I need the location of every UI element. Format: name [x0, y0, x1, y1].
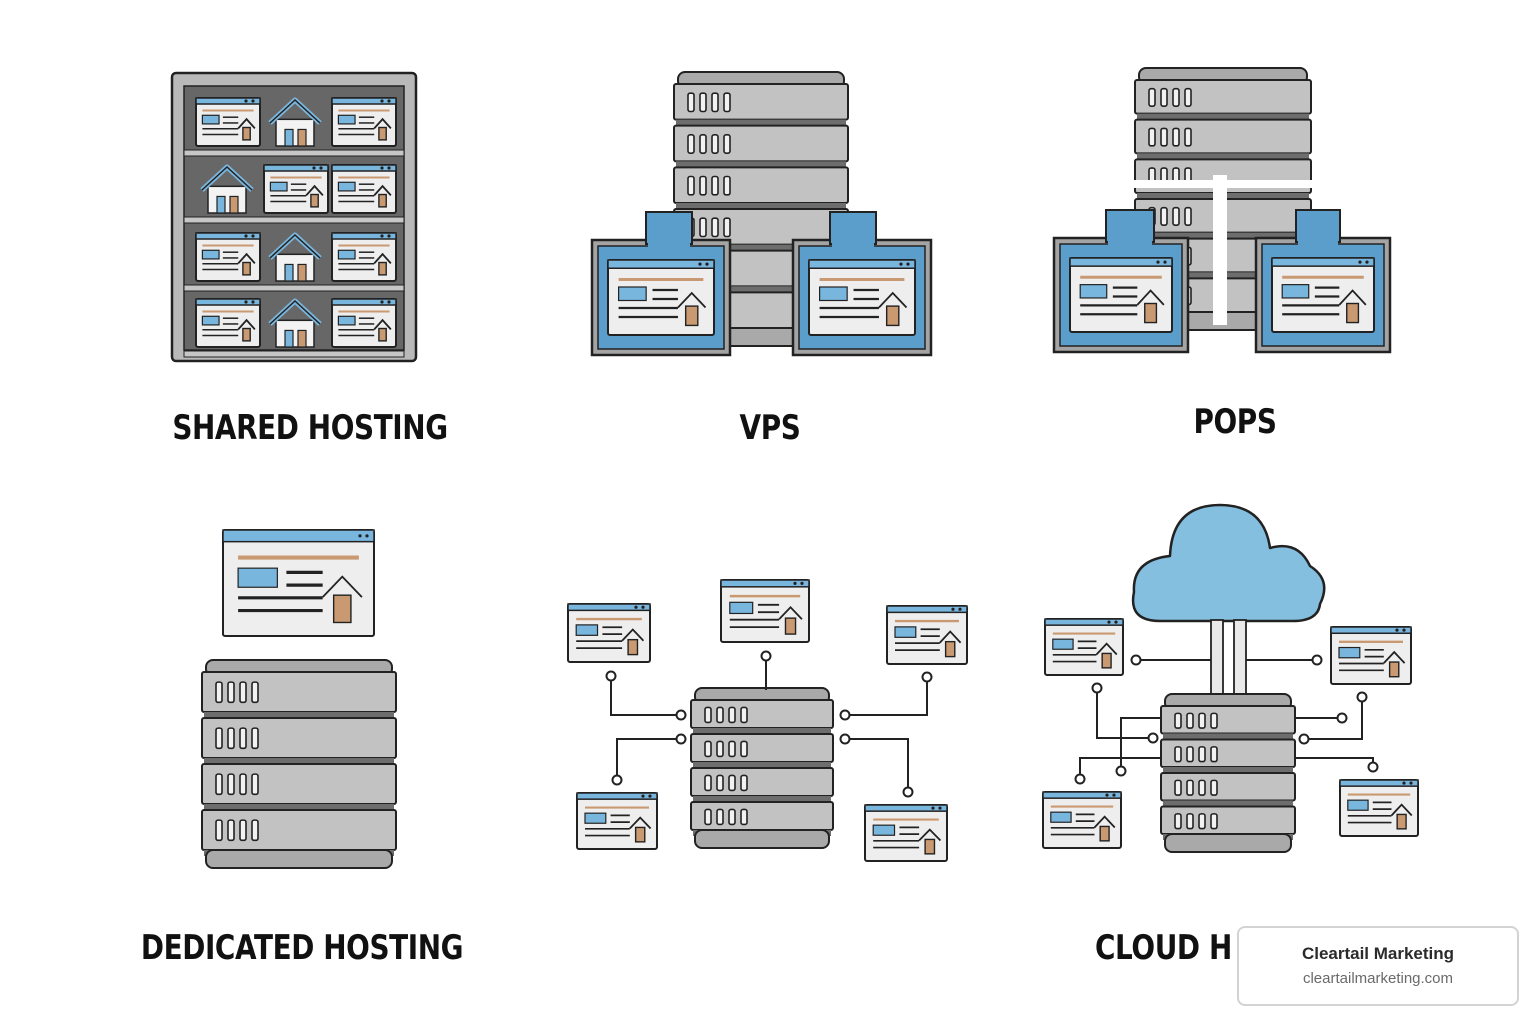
pops-label: POPS — [1193, 402, 1277, 442]
network-node-icon — [1130, 654, 1142, 666]
website-window-icon — [1044, 618, 1124, 676]
website-window-icon — [886, 605, 968, 665]
network-node-icon — [839, 709, 851, 721]
network-line — [1120, 717, 1161, 771]
network-node-icon — [611, 774, 623, 786]
dedicated-server-rack-icon — [201, 659, 397, 869]
website-window-icon — [567, 603, 651, 663]
network-line — [1295, 757, 1374, 767]
website-window-icon — [1271, 257, 1375, 333]
server-unit — [201, 763, 397, 810]
network-line — [1079, 757, 1161, 779]
server-unit — [1160, 738, 1296, 773]
network-node-icon — [1091, 682, 1103, 694]
network-line — [1304, 697, 1363, 740]
network-node-icon — [1147, 732, 1159, 744]
website-window-icon — [1042, 791, 1122, 849]
cloud-hosting-label: CLOUD H — [1095, 928, 1232, 968]
shelf-board — [183, 284, 405, 292]
network-node-icon — [1356, 691, 1368, 703]
cloud-pipe — [1210, 619, 1224, 699]
website-window-icon — [263, 164, 329, 214]
website-window-icon — [720, 579, 810, 643]
network-line — [1096, 688, 1153, 739]
vps-container-icon — [791, 211, 933, 357]
house-icon — [268, 232, 322, 282]
website-window-icon — [195, 97, 261, 147]
network-node-icon — [1311, 654, 1323, 666]
website-window-icon — [331, 164, 397, 214]
dedicated-hosting-label: DEDICATED HOSTING — [140, 928, 464, 968]
server-unit — [1160, 772, 1296, 807]
vps-label: VPS — [739, 408, 801, 448]
server-unit — [1134, 118, 1312, 160]
network-node-icon — [1074, 773, 1086, 785]
network-line — [845, 738, 909, 792]
watermark-name: Cleartail Marketing — [1301, 944, 1455, 963]
cloud-icon — [1131, 503, 1326, 623]
website-window-icon — [1069, 257, 1173, 333]
website-window-icon — [808, 259, 916, 336]
pops-icon — [1052, 67, 1392, 354]
website-window-icon — [195, 298, 261, 348]
house-icon — [200, 164, 254, 214]
network-node-icon — [605, 670, 617, 682]
network-node-icon — [1336, 712, 1348, 724]
website-window-icon — [607, 259, 715, 336]
watermark-url: cleartailmarketing.com — [1302, 970, 1454, 987]
server-unit — [673, 124, 849, 168]
pop-container-icon — [1254, 209, 1392, 354]
cloud-hosting-icon — [1042, 503, 1419, 853]
server-unit — [1134, 79, 1312, 120]
house-icon — [268, 298, 322, 348]
rack-split-gap — [1213, 175, 1227, 325]
network-node-icon — [839, 733, 851, 745]
network-server-rack-icon — [690, 687, 834, 849]
network-line — [616, 738, 681, 780]
shelf-board — [183, 216, 405, 224]
shared-hosting-label: SHARED HOSTING — [172, 408, 448, 448]
network-line — [845, 677, 928, 716]
shelf-board — [183, 149, 405, 157]
website-window-icon — [195, 232, 261, 282]
vps-container-icon — [590, 211, 732, 357]
website-window-icon — [331, 298, 397, 348]
server-unit — [201, 717, 397, 764]
watermark-badge: Cleartail Marketing cleartailmarketing.c… — [1237, 926, 1519, 1006]
website-window-icon — [331, 232, 397, 282]
server-unit — [690, 699, 834, 734]
website-window-icon — [1339, 779, 1419, 837]
server-unit — [690, 767, 834, 802]
house-icon — [268, 97, 322, 147]
server-unit — [673, 166, 849, 209]
network-node-icon — [760, 650, 772, 662]
cloud-server-rack-icon — [1160, 693, 1296, 853]
network-node-icon — [675, 709, 687, 721]
network-node-icon — [1298, 733, 1310, 745]
website-window-icon — [576, 792, 658, 850]
server-unit — [1160, 705, 1296, 740]
network-node-icon — [1115, 765, 1127, 777]
network-node-icon — [1367, 761, 1379, 773]
networked-servers-icon — [567, 579, 968, 862]
vps-icon — [590, 71, 933, 357]
network-node-icon — [902, 786, 914, 798]
pop-container-icon — [1052, 209, 1190, 354]
server-unit — [201, 671, 397, 718]
server-unit — [673, 83, 849, 126]
website-window-icon — [1330, 626, 1412, 685]
server-unit — [690, 733, 834, 768]
shared-hosting-icon — [170, 71, 418, 363]
website-window-icon — [864, 804, 948, 862]
cloud-pipe — [1233, 619, 1247, 699]
rack-split-gap — [1124, 180, 1324, 188]
website-window-icon — [222, 529, 375, 637]
network-node-icon — [921, 671, 933, 683]
shelf-board — [183, 350, 405, 358]
dedicated-hosting-icon — [201, 529, 397, 869]
website-window-icon — [331, 97, 397, 147]
network-node-icon — [675, 733, 687, 745]
network-line — [610, 676, 681, 716]
